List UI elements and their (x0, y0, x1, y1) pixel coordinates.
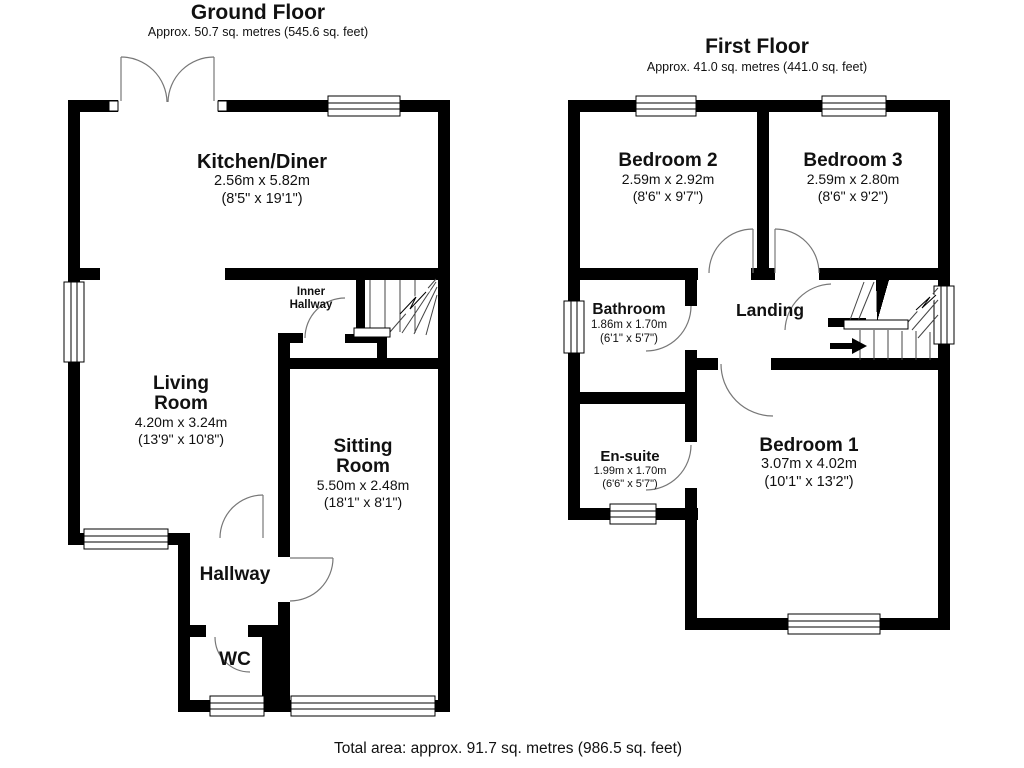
total-area-footer: Total area: approx. 91.7 sq. metres (986… (333, 740, 683, 757)
ground-floor-title: Ground Floor (190, 1, 326, 24)
ensuite-imperial: (6'6" x 5'7") (602, 478, 658, 491)
gf-stairs (353, 278, 438, 338)
hallway-label: Hallway (199, 564, 271, 585)
bedroom1-label: Bedroom 1 3.07m x 4.02m (10'1" x 13'2") (759, 435, 859, 492)
bathroom-name: Bathroom (592, 301, 666, 318)
sitting-room-name-line2: Room (336, 456, 390, 478)
bedroom2-name: Bedroom 2 (618, 150, 718, 171)
ensuite-metric: 1.99m x 1.70m (593, 464, 667, 477)
bedroom1-imperial: (10'1" x 13'2") (764, 473, 854, 490)
kitchen-diner-imperial: (8'5" x 19'1") (221, 190, 303, 207)
living-room-label: Living Room 4.20m x 3.24m (13'9" x 10'8"… (134, 373, 228, 448)
ensuite-label: En-suite 1.99m x 1.70m (6'6" x 5'7") (594, 449, 667, 492)
bedroom3-metric: 2.59m x 2.80m (806, 171, 900, 188)
gf-wc-window (209, 695, 265, 717)
gf-wc-door (214, 636, 251, 673)
ff-bedroom3-window (821, 95, 887, 117)
living-room-imperial: (13'9" x 10'8") (137, 431, 225, 448)
bedroom3-label: Bedroom 3 2.59m x 2.80m (8'6" x 9'2") (803, 150, 903, 205)
ff-stairs-direction-arrow (830, 338, 867, 354)
gf-living-bottom-window (83, 528, 169, 550)
first-floor-title: First Floor (705, 35, 809, 58)
inner-hallway-line1: Inner (296, 286, 326, 298)
ff-stairs (830, 281, 939, 360)
ground-floor-windows (63, 95, 436, 717)
gf-entrance-double-door (120, 56, 215, 103)
ff-ensuite-window (609, 503, 657, 525)
kitchen-diner-name: Kitchen/Diner (196, 151, 328, 173)
ff-landing-window (933, 285, 955, 345)
ff-bedroom3-door (774, 228, 820, 274)
living-room-metric: 4.20m x 3.24m (134, 414, 228, 431)
first-floor-subtitle: Approx. 41.0 sq. metres (441.0 sq. feet) (646, 60, 868, 74)
gf-entrance-jamb-left (108, 100, 119, 112)
kitchen-diner-metric: 2.56m x 5.82m (214, 173, 310, 190)
ff-bedroom2-window (635, 95, 697, 117)
bedroom3-name: Bedroom 3 (803, 150, 903, 171)
gf-kitchen-window (327, 95, 401, 117)
ground-floor-subtitle: Approx. 50.7 sq. metres (545.6 sq. feet) (147, 25, 369, 39)
ground-floor-plan (63, 56, 450, 717)
landing-label: Landing (735, 300, 805, 320)
gf-sitting-window (290, 695, 436, 717)
ff-bedroom1-door (720, 363, 774, 417)
wc-label: WC (219, 649, 251, 670)
sitting-room-name-line1: Sitting (333, 436, 393, 457)
bedroom3-imperial: (8'6" x 9'2") (817, 188, 889, 205)
first-floor-windows (563, 95, 955, 635)
gf-sitting-room-door (289, 557, 334, 602)
bedroom1-metric: 3.07m x 4.02m (761, 456, 857, 473)
inner-hallway-label: Inner Hallway (290, 286, 333, 312)
bedroom1-name: Bedroom 1 (759, 435, 859, 456)
bedroom2-imperial: (8'6" x 9'7") (632, 188, 704, 205)
sitting-room-metric: 5.50m x 2.48m (316, 477, 410, 494)
first-floor-doors (645, 228, 832, 491)
sitting-room-label: Sitting Room 5.50m x 2.48m (18'1" x 8'1"… (316, 436, 410, 511)
gf-living-hallway-door (219, 494, 264, 539)
inner-hallway-line2: Hallway (289, 299, 333, 312)
gf-living-side-window (63, 281, 85, 363)
sitting-room-imperial: (18'1" x 8'1") (323, 494, 403, 511)
living-room-name-line2: Room (154, 393, 208, 415)
bedroom2-label: Bedroom 2 2.59m x 2.92m (8'6" x 9'7") (618, 150, 718, 205)
first-floor-plan (563, 95, 955, 635)
ground-floor-doors (120, 56, 346, 673)
kitchen-diner-label: Kitchen/Diner 2.56m x 5.82m (8'5" x 19'1… (196, 151, 328, 209)
bathroom-label: Bathroom 1.86m x 1.70m (6'1" x 5'7") (590, 301, 668, 346)
ff-bedroom1-window (787, 613, 881, 635)
gf-entrance-jamb-right (217, 100, 228, 112)
ensuite-name: En-suite (600, 448, 660, 465)
gf-inner-hallway-door (304, 297, 346, 339)
bathroom-imperial: (6'1" x 5'7") (600, 333, 658, 346)
ff-landing-stairs-arc (784, 283, 832, 331)
bathroom-metric: 1.86m x 1.70m (590, 319, 668, 332)
bedroom2-metric: 2.59m x 2.92m (621, 171, 715, 188)
ff-bathroom-door (645, 305, 692, 352)
living-room-name-line1: Living (153, 373, 209, 394)
ff-bathroom-window (563, 300, 585, 354)
ff-ensuite-door (645, 444, 692, 491)
ff-bedroom2-door (708, 228, 754, 274)
